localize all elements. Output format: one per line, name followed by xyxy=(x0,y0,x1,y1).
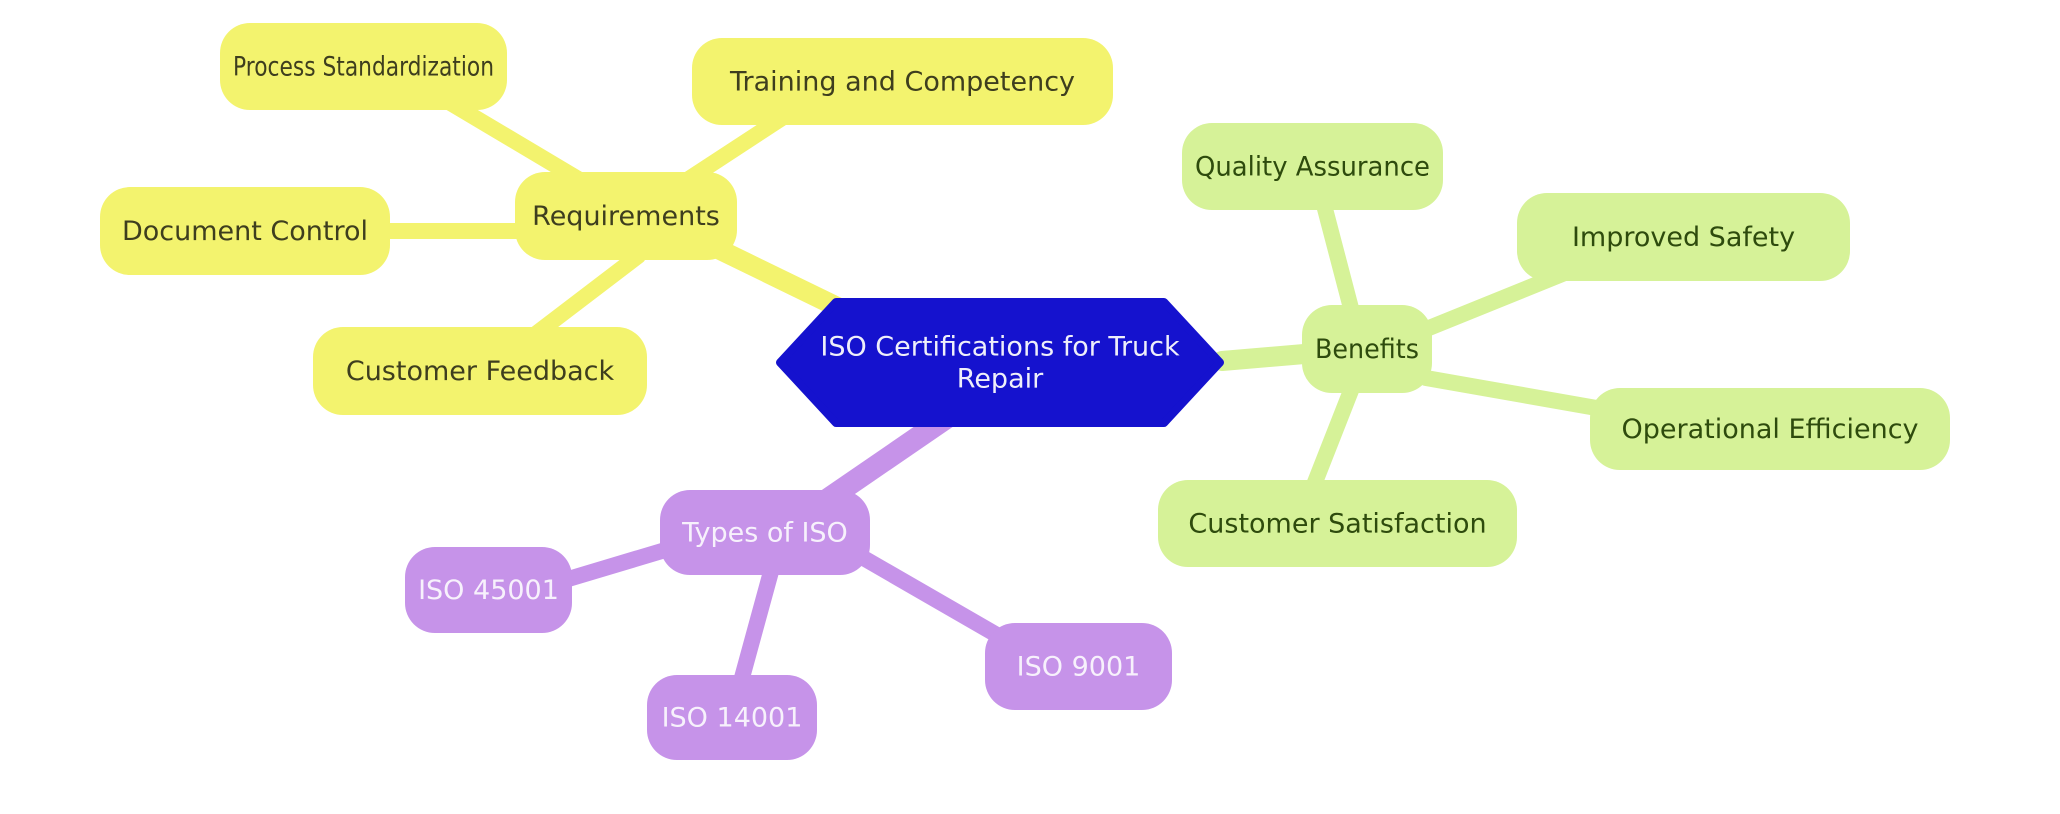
node-iso-9001: ISO 9001 xyxy=(985,623,1172,710)
node-improved-safety-label: Improved Safety xyxy=(1572,222,1795,253)
node-customer-satisfaction-label: Customer Satisfaction xyxy=(1188,508,1486,539)
node-operational-efficiency: Operational Efficiency xyxy=(1590,388,1950,470)
node-quality-assurance-label: Quality Assurance xyxy=(1195,151,1430,182)
edge-types-iso-9001 xyxy=(852,548,1024,654)
node-requirements-shape xyxy=(515,172,737,260)
node-quality-assurance: Quality Assurance xyxy=(1182,123,1443,210)
node-process-standardization-shape xyxy=(220,23,507,110)
node-customer-satisfaction-shape xyxy=(1158,480,1517,567)
node-improved-safety: Improved Safety xyxy=(1517,193,1850,281)
node-types-of-iso: Types of ISO xyxy=(660,490,870,575)
node-iso-14001: ISO 14001 xyxy=(647,675,817,760)
node-training-and-competency-label: Training and Competency xyxy=(729,66,1075,97)
node-requirements-label: Requirements xyxy=(532,201,720,232)
edge-types-iso-14001 xyxy=(729,560,780,704)
node-iso-14001-shape xyxy=(647,675,817,760)
node-iso-9001-label: ISO 9001 xyxy=(1017,651,1141,682)
node-iso-45001-label: ISO 45001 xyxy=(418,575,559,606)
node-customer-feedback-shape xyxy=(313,327,647,415)
node-iso-45001-shape xyxy=(405,547,572,633)
edge-benefits-root xyxy=(1212,343,1326,371)
node-iso-45001: ISO 45001 xyxy=(405,547,572,633)
node-types-of-iso-shape xyxy=(660,490,870,575)
node-types-of-iso-label: Types of ISO xyxy=(681,517,848,548)
node-root-shape xyxy=(776,298,1224,427)
node-document-control: Document Control xyxy=(100,187,390,275)
node-customer-satisfaction: Customer Satisfaction xyxy=(1158,480,1517,567)
node-training-and-competency-shape xyxy=(692,38,1113,125)
node-document-control-shape xyxy=(100,187,390,275)
node-benefits-shape xyxy=(1302,305,1432,393)
node-benefits-label: Benefits xyxy=(1315,334,1419,365)
node-operational-efficiency-shape xyxy=(1590,388,1950,470)
node-document-control-label: Document Control xyxy=(122,216,368,247)
node-process-standardization-label: Process Standardization xyxy=(233,51,494,82)
node-training-and-competency: Training and Competency xyxy=(692,38,1113,125)
node-quality-assurance-shape xyxy=(1182,123,1443,210)
node-process-standardization: Process Standardization xyxy=(220,23,507,110)
node-requirements: Requirements xyxy=(515,172,737,260)
node-iso-9001-shape xyxy=(985,623,1172,710)
node-improved-safety-shape xyxy=(1517,193,1850,281)
node-benefits: Benefits xyxy=(1302,305,1432,393)
node-iso-14001-label: ISO 14001 xyxy=(662,702,803,733)
node-customer-feedback-label: Customer Feedback xyxy=(346,356,615,387)
node-operational-efficiency-label: Operational Efficiency xyxy=(1621,414,1918,445)
node-customer-feedback: Customer Feedback xyxy=(313,327,647,415)
